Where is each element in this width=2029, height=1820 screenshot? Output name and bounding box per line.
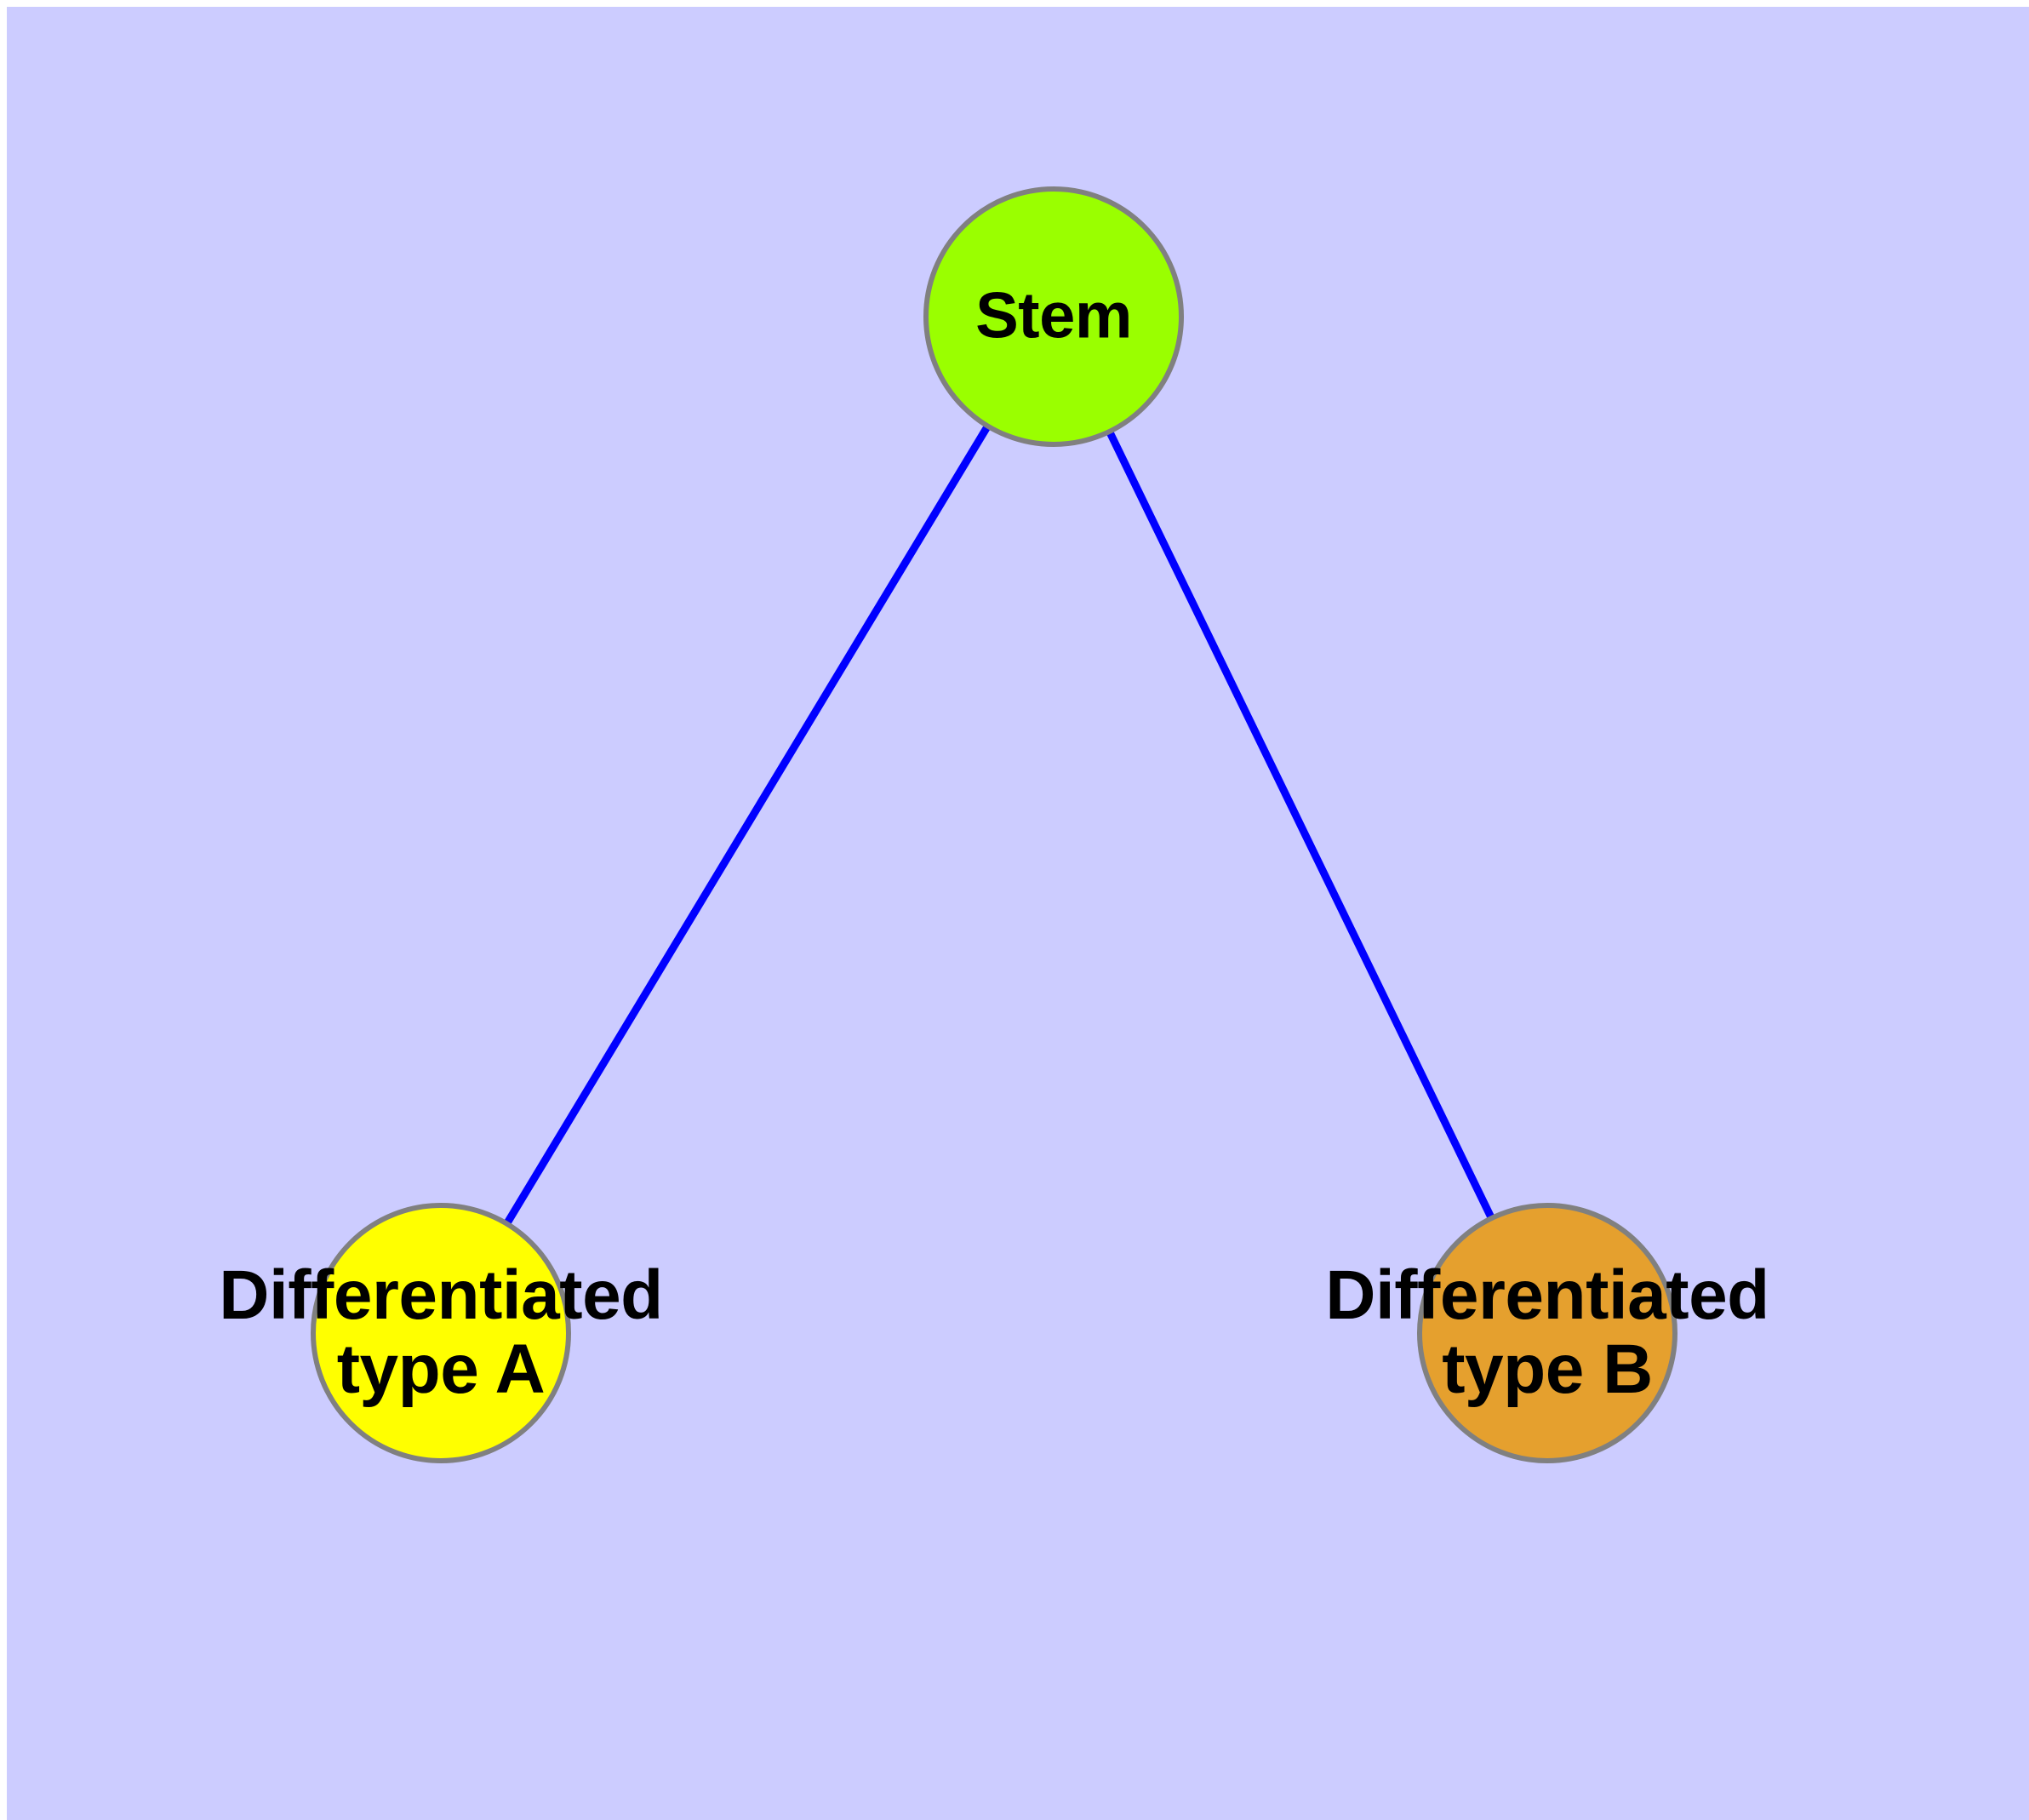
graph-edge[interactable]	[1049, 315, 1552, 1335]
graph-svg	[311, 186, 1677, 1463]
edge-layer	[437, 314, 1552, 1336]
graph-node-stem[interactable]	[923, 186, 1184, 447]
graph-node-diff_b[interactable]	[1417, 1203, 1677, 1463]
graph-edge[interactable]	[437, 314, 1057, 1336]
graph-node-diff_a[interactable]	[311, 1203, 571, 1463]
node-layer	[311, 186, 1677, 1463]
